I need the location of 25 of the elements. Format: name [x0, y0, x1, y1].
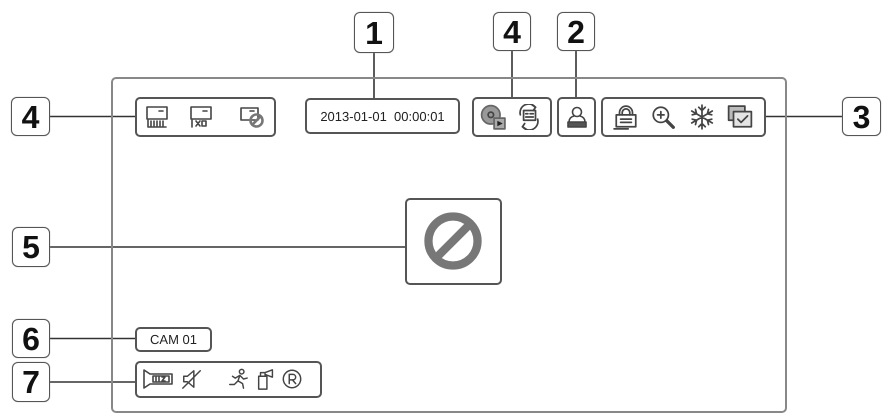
callout-number: 6: [12, 319, 50, 358]
leader-line: [50, 338, 135, 340]
leader-line: [50, 246, 405, 248]
callout-number: 4: [11, 97, 50, 136]
leader-line: [373, 53, 375, 98]
icon-panel: [557, 97, 596, 137]
callout-number: 2: [557, 12, 595, 51]
callout-number: 1: [354, 12, 394, 53]
leader-line: [50, 381, 135, 383]
timestamp-display: 2013-01-01 00:00:01: [305, 98, 460, 134]
icon-panel: [472, 97, 552, 137]
leader-line: [766, 116, 842, 118]
callout-number: 3: [842, 97, 881, 136]
icon-panel: [601, 97, 766, 137]
callout-number: 7: [12, 362, 50, 402]
leader-line: [50, 116, 135, 118]
icon-panel: [135, 97, 276, 137]
callout-number: 5: [12, 227, 50, 267]
leader-line: [575, 51, 577, 97]
camera-name-display: CAM 01: [135, 327, 212, 352]
callout-number: 4: [493, 12, 531, 51]
icon-panel: [135, 361, 322, 398]
leader-line: [511, 51, 513, 97]
screen-frame: [111, 77, 787, 413]
video-tile: [405, 198, 502, 285]
